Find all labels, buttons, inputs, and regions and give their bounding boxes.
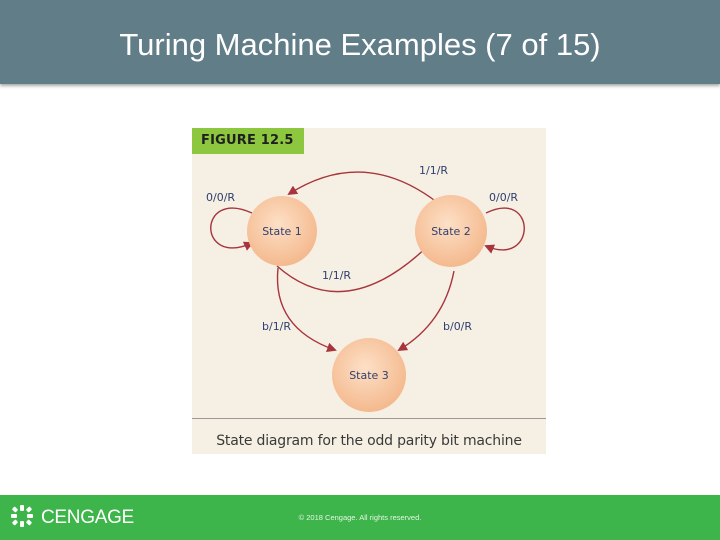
transition-label-s2-to-s3: b/0/R [443,320,472,333]
brand-name: CENGAGE [41,507,134,528]
state-1-label: State 1 [262,225,302,238]
transition-loop-s2 [484,207,525,254]
state-3-label: State 3 [349,369,389,382]
transition-arc-s1-to-s3 [276,267,337,353]
state-node-2: State 2 [415,195,487,267]
copyright-text: © 2018 Cengage. All rights reserved. [298,513,422,522]
title-bar: Turing Machine Examples (7 of 15) [0,0,720,84]
figure-panel: State 1 State 2 State 3 1/1/R 1/1/R 0/0/… [192,128,546,454]
transition-loop-s1 [210,207,254,251]
transition-arc-s2-to-s1 [287,171,439,204]
transition-label-loop-s2: 0/0/R [489,191,518,204]
transition-label-loop-s1: 0/0/R [206,191,235,204]
slide-title: Turing Machine Examples (7 of 15) [119,27,601,62]
state-node-1: State 1 [247,196,317,266]
transition-label-s1-to-s2: 1/1/R [322,269,351,282]
state-2-label: State 2 [431,225,471,238]
state-diagram: State 1 State 2 State 3 1/1/R 1/1/R 0/0/… [206,164,525,412]
transition-label-s2-to-s1: 1/1/R [419,164,448,177]
state-node-3: State 3 [332,338,406,412]
transition-arc-s2-to-s3 [397,270,455,352]
figure-label: FIGURE 12.5 [192,128,304,154]
footer-bar: CENGAGE © 2018 Cengage. All rights reser… [0,495,720,540]
figure-caption: State diagram for the odd parity bit mac… [216,433,522,449]
cengage-logo-icon [11,505,33,527]
caption-divider [192,418,546,419]
transition-arc-s1-to-s2 [276,238,436,293]
transition-label-s1-to-s3: b/1/R [262,320,291,333]
